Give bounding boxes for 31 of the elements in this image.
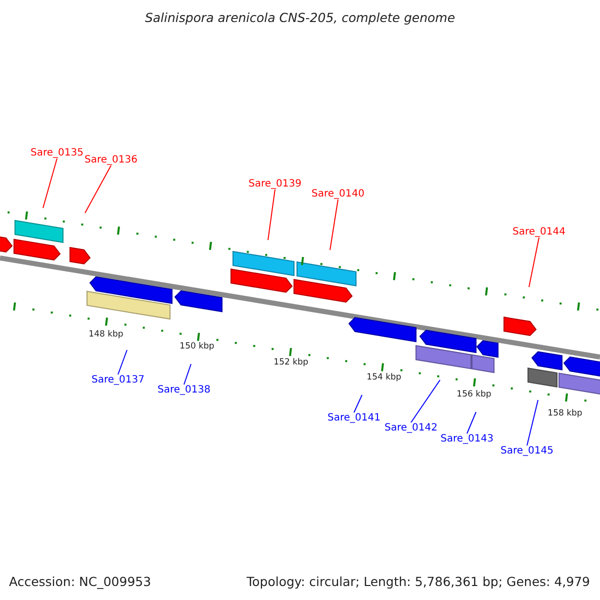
gene-label: Sare_0145 — [500, 446, 554, 456]
gene-label: Sare_0143 — [440, 434, 494, 444]
leader-line — [184, 364, 192, 385]
leader-line — [466, 412, 476, 434]
scale-label: 152 kbp — [274, 358, 308, 368]
leader-line — [330, 199, 338, 250]
scale-label: 158 kbp — [548, 409, 582, 419]
leader-line — [42, 158, 58, 208]
gene-label: Sare_0140 — [312, 188, 364, 200]
leader-line — [118, 350, 128, 375]
gene-label: Sare_0138 — [158, 384, 210, 396]
leader-line — [526, 400, 538, 446]
scale-label: 156 kbp — [456, 390, 492, 400]
leader-line — [354, 394, 362, 413]
gene-label: Sare_0136 — [84, 154, 138, 166]
scale-label: 148 kbp — [88, 330, 124, 340]
gene-label: Sare_0139 — [248, 178, 302, 190]
gene-label: Sare_0135 — [30, 148, 84, 158]
leader-line — [528, 237, 540, 288]
title: Salinispora arenicola CNS-205, complete genome — [144, 11, 456, 25]
gene-label: Sare_0144 — [512, 226, 566, 238]
leader-line — [268, 189, 276, 240]
scale-label: 150 kbp — [180, 342, 214, 352]
gene-label: Sare_0137 — [92, 374, 144, 386]
leader-line — [410, 380, 440, 423]
leader-line — [84, 165, 112, 214]
gene-label: Sare_0141 — [328, 412, 380, 424]
gene-label: Sare_0142 — [384, 422, 438, 434]
accession-text: Accession: NC_009953 — [9, 575, 152, 589]
scale-label: 154 kbp — [366, 373, 402, 383]
genome-info-text: Topology: circular; Length: 5,786,361 bp; Genes: 4,979 — [246, 575, 590, 589]
